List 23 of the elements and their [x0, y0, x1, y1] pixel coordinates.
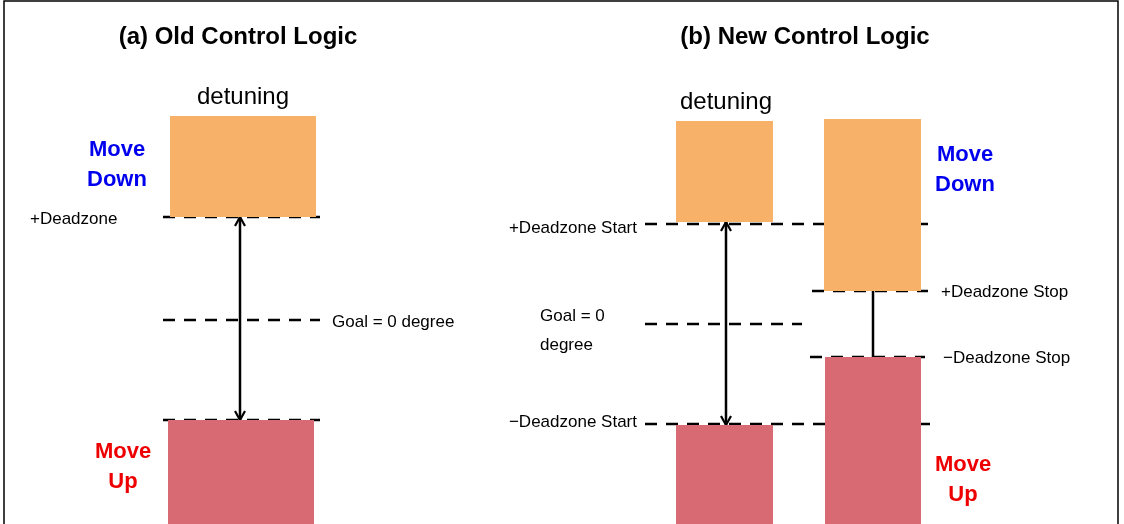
bar [170, 116, 316, 217]
bar [168, 420, 314, 524]
bar [676, 121, 773, 222]
threshold-label: −Deadzone Stop [943, 348, 1071, 368]
arrow [719, 220, 733, 427]
panel-title: (a) Old Control Logic [118, 22, 358, 50]
region-label: Move Up [93, 437, 153, 495]
threshold-label: −Deadzone Start [508, 412, 637, 432]
panel-title: (b) New Control Logic [680, 22, 930, 50]
bar [824, 119, 921, 291]
region-label: Move Down [934, 140, 996, 198]
threshold-label: +Deadzone Stop [941, 282, 1069, 302]
bar [825, 357, 921, 524]
axis-label: detuning [679, 86, 773, 116]
region-label: Move Up [933, 450, 993, 508]
region-label: Move Down [86, 135, 148, 193]
threshold-label: Goal = 0 degree [332, 312, 455, 332]
threshold-label: +Deadzone Start [508, 218, 637, 238]
threshold-label: +Deadzone [30, 209, 118, 229]
axis-label: detuning [196, 81, 290, 111]
arrow [233, 215, 247, 422]
threshold-label: Goal = 0 degree [540, 305, 606, 356]
bar [676, 425, 773, 524]
